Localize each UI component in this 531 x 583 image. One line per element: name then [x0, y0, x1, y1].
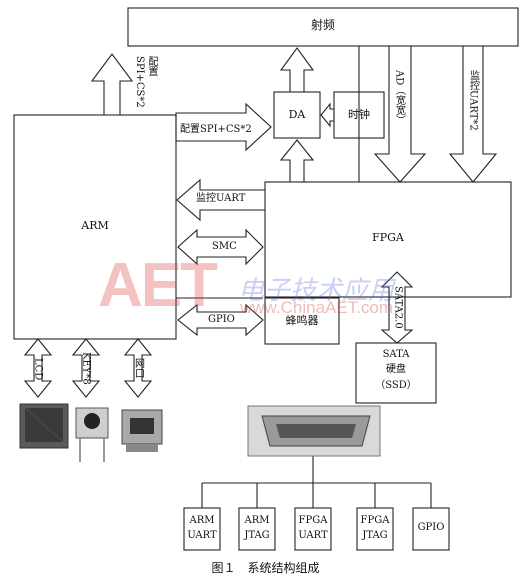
sata-label-line2: 硬盘: [386, 364, 406, 375]
watermark-logo: AET: [98, 251, 218, 320]
clock-da-arrow-shape: [320, 102, 334, 128]
sata-label-line1: SATA: [382, 349, 410, 360]
key-label: KEY*8: [80, 352, 92, 385]
arm-block: [13, 114, 177, 340]
ad-bandwidth-label: AD（宽宽）: [393, 70, 405, 126]
clock-label: 时钟: [348, 108, 370, 121]
db-connector-photo: [247, 405, 381, 457]
lcd-label: LCD: [32, 358, 44, 381]
lcd-bus-arrow: [23, 338, 53, 398]
monitor-uart2-label: 监控UART*2: [467, 70, 479, 131]
fpga-da-arrow: [279, 139, 315, 183]
ethernet-bus-arrow: [123, 338, 153, 398]
debug-arm-uart-line2: UART: [187, 530, 217, 541]
buzzer-block: [264, 297, 340, 345]
fpga-arm-monitor-label: 监控UART: [196, 193, 246, 204]
buzzer-label: 蜂鸣器: [285, 314, 319, 327]
gpio-bus-arrow: [177, 303, 264, 337]
rf-label: 射频: [310, 18, 335, 32]
debug-arm-uart-line1: ARM: [189, 515, 215, 526]
smc-bus-arrow: [177, 228, 264, 266]
debug-arm-jtag-line1: ARM: [244, 515, 270, 526]
debug-fpga-jtag-line1: FPGA: [360, 515, 390, 526]
key-photo: [75, 407, 109, 462]
gpio-link-label: GPIO: [208, 314, 235, 325]
ethernet-label: 网口: [132, 358, 144, 378]
sata-label-line3: （SSD）: [375, 380, 417, 391]
debug-fpga-jtag-line2: JTAG: [362, 530, 388, 541]
arm-rf-config-label: 配置 SPI+CS*2: [134, 56, 157, 108]
rf-block: [127, 7, 519, 47]
debug-fpga-uart-line2: UART: [298, 530, 328, 541]
debug-box-arm-uart: [183, 507, 221, 551]
debug-arm-jtag-line2: JTAG: [244, 530, 270, 541]
sata-bus-label: SATA2.0: [392, 286, 404, 329]
debug-fpga-uart-line1: FPGA: [298, 515, 328, 526]
figure-caption: 图１ 系统结构组成: [211, 561, 320, 575]
watermark-cn: 电子技术应用: [238, 275, 395, 305]
key-bus-arrow: [71, 338, 101, 398]
sata-bus-arrow: [380, 271, 414, 344]
watermark-url: www.ChinaAET.com: [240, 298, 394, 317]
debug-box-gpio: [412, 507, 450, 551]
debug-gpio-line1: GPIO: [417, 522, 445, 533]
debug-box-fpga-uart: [294, 507, 332, 551]
fpga-label: FPGA: [372, 231, 404, 244]
fpga-arm-monitor-arrow: [176, 178, 265, 222]
debug-box-fpga-jtag: [356, 507, 394, 551]
arm-rf-config-arrow: [90, 53, 134, 116]
smc-label: SMC: [212, 241, 237, 252]
lcd-photo: [19, 403, 69, 449]
arm-da-config-label: 配置SPI+CS*2: [180, 124, 252, 135]
fpga-block: [264, 181, 512, 298]
debug-box-arm-jtag: [238, 507, 276, 551]
da-label: DA: [288, 108, 306, 121]
arm-da-config-arrow: [175, 102, 272, 152]
ethernet-photo: [121, 409, 163, 452]
arm-label: ARM: [81, 219, 109, 232]
sata-block: [355, 342, 437, 404]
monitor-uart2-arrow: [448, 46, 498, 183]
da-rf-arrow: [279, 47, 315, 93]
ad-bandwidth-arrow: [373, 46, 427, 183]
